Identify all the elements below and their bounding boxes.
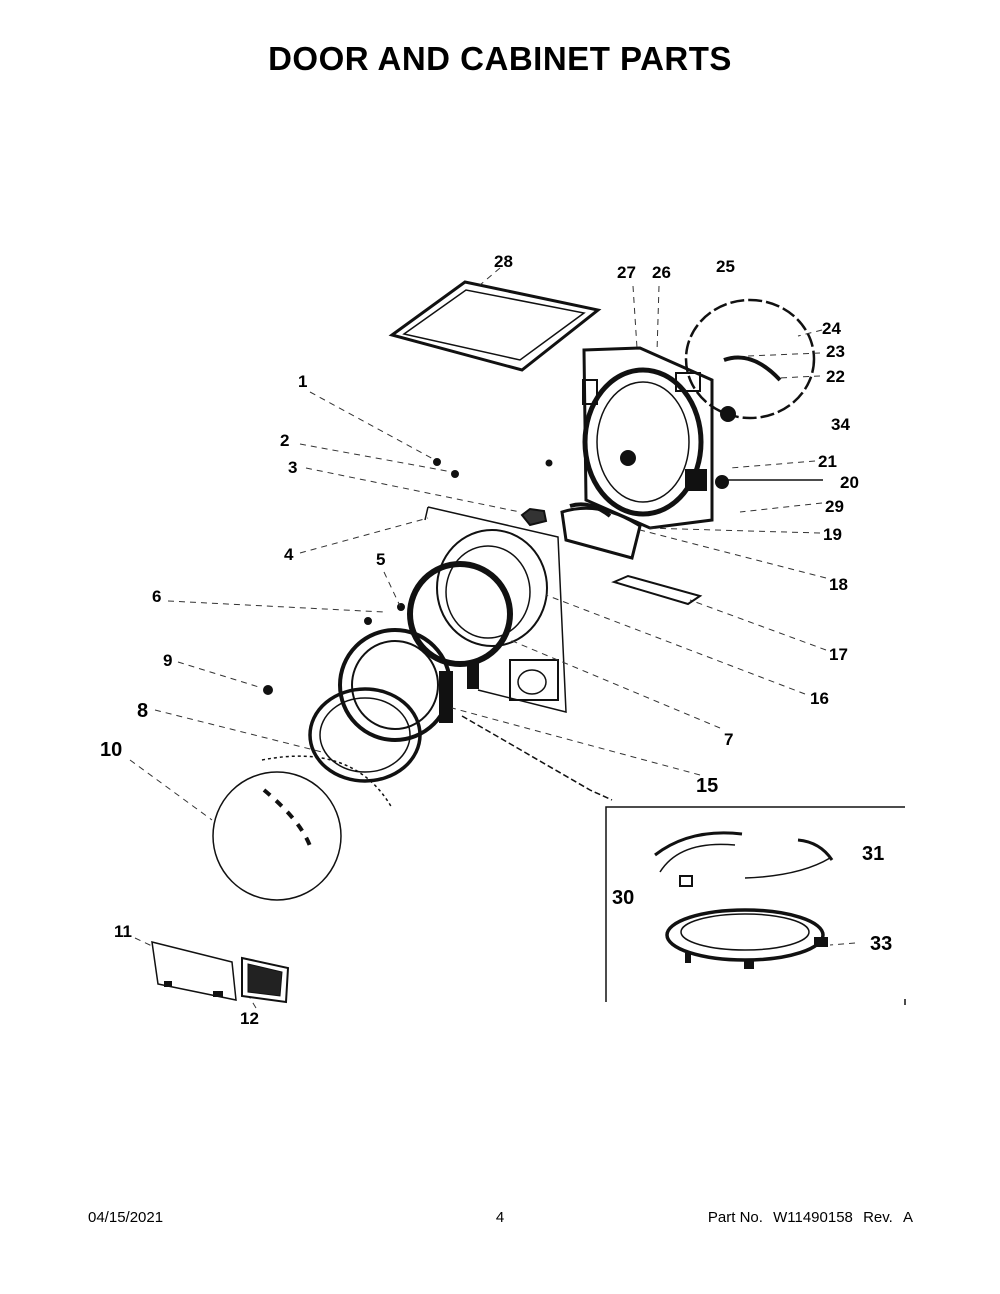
callout-23: 23 xyxy=(826,342,845,361)
kick-plate-drawing xyxy=(151,941,237,1001)
front-ring-drawing xyxy=(436,529,548,647)
callout-28: 28 xyxy=(494,252,513,271)
callout-27: 27 xyxy=(617,263,636,282)
footer-date: 04/15/2021 xyxy=(88,1209,164,1226)
part-drawings xyxy=(151,280,906,1005)
inset-box xyxy=(605,806,906,1005)
callout-21: 21 xyxy=(818,452,837,471)
callout-16: 16 xyxy=(810,689,829,708)
callout-5: 5 xyxy=(376,550,385,569)
callout-7: 7 xyxy=(724,730,733,749)
callout-3: 3 xyxy=(288,458,297,477)
rear-bulkhead-drawing xyxy=(582,346,714,530)
revision-value: A xyxy=(902,1209,913,1226)
leader-lines xyxy=(129,267,856,1009)
cabinet-base-drawing xyxy=(461,715,613,801)
callout-24: 24 xyxy=(822,319,841,338)
callout-1: 1 xyxy=(298,372,307,391)
front-panel-drawing xyxy=(424,506,567,713)
footer-part-number: Part No. W11490158 Rev. A xyxy=(708,1209,913,1226)
callout-numbers: 1 2 3 4 5 6 7 8 9 10 11 12 15 16 17 18 1… xyxy=(100,252,892,1028)
top-panel-drawing xyxy=(388,280,602,372)
door-glass-drawing xyxy=(212,755,393,901)
revision-label: Rev. xyxy=(863,1209,893,1226)
callout-18: 18 xyxy=(829,575,848,594)
screw-9-drawing xyxy=(263,685,273,695)
callout-19: 19 xyxy=(823,525,842,544)
footer-page-number: 4 xyxy=(495,1209,505,1226)
callout-11: 11 xyxy=(114,922,132,941)
callout-6: 6 xyxy=(152,587,161,606)
callout-2: 2 xyxy=(280,431,289,450)
callout-22: 22 xyxy=(826,367,845,386)
lint-housing-drawing xyxy=(560,502,642,560)
callout-20: 20 xyxy=(840,473,859,492)
screw-hardware-drawing xyxy=(433,458,553,527)
filter-strip-drawing xyxy=(611,574,703,606)
page-title: DOOR AND CABINET PARTS xyxy=(268,40,732,77)
callout-9: 9 xyxy=(163,651,172,670)
callout-25: 25 xyxy=(716,257,735,276)
callout-8: 8 xyxy=(137,700,148,722)
callout-12: 12 xyxy=(240,1009,259,1028)
callout-26: 26 xyxy=(652,263,671,282)
door-liner-drawing xyxy=(308,687,422,783)
part-number-label: Part No. xyxy=(707,1209,763,1226)
callout-29: 29 xyxy=(825,497,844,516)
callout-34: 34 xyxy=(831,415,850,434)
callout-4: 4 xyxy=(284,545,294,564)
callout-15: 15 xyxy=(696,775,718,797)
callout-30: 30 xyxy=(612,887,634,909)
callout-31: 31 xyxy=(862,843,884,865)
part-number-value: W11490158 xyxy=(773,1209,853,1226)
door-frame-drawing xyxy=(338,603,453,742)
grille-drawing xyxy=(241,956,290,1004)
door-seal-drawing xyxy=(407,561,513,667)
callout-33: 33 xyxy=(870,933,892,955)
callout-10: 10 xyxy=(100,739,122,761)
callout-17: 17 xyxy=(829,645,848,664)
drum-back-drawing xyxy=(684,298,816,489)
